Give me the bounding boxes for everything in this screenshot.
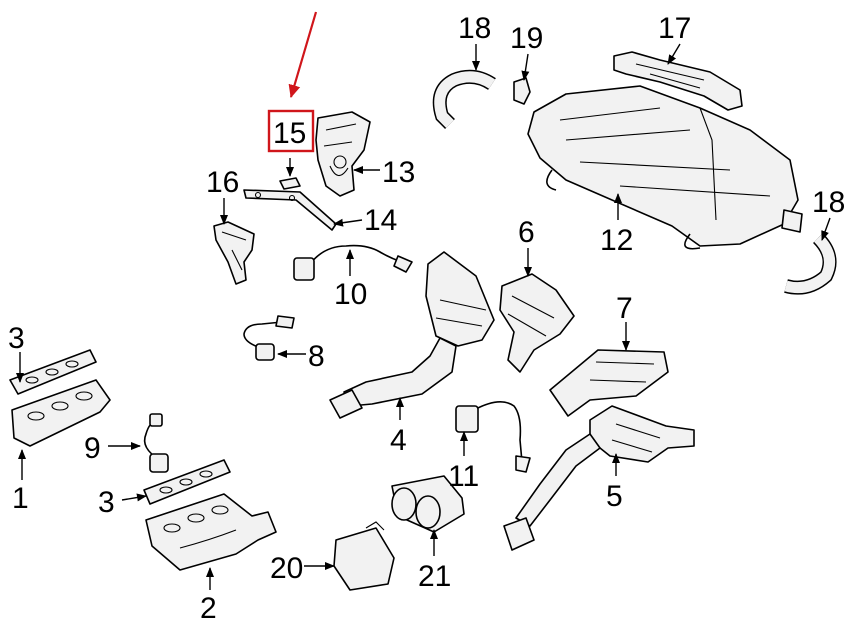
label-4: 4 [390, 424, 407, 457]
part-16-bracket[interactable] [213, 221, 255, 285]
label-2: 2 [200, 592, 217, 625]
part-18-hose-right[interactable] [784, 233, 837, 295]
part-13-heat-shield[interactable] [315, 111, 371, 197]
label-7: 7 [616, 292, 633, 325]
part-18-hose-upper[interactable] [432, 69, 496, 129]
label-19: 19 [510, 22, 543, 55]
label-18-right: 18 [812, 186, 845, 219]
label-3-lower: 3 [98, 486, 115, 519]
label-10: 10 [334, 278, 367, 311]
part-8-oxygen-sensor[interactable] [243, 315, 295, 361]
label-11: 11 [448, 460, 479, 493]
part-7-heat-shield[interactable] [549, 349, 669, 417]
part-10-oxygen-sensor[interactable] [293, 244, 413, 281]
part-3-gasket-lower[interactable] [143, 459, 231, 505]
part-9-oxygen-sensor[interactable] [143, 413, 169, 473]
part-6-heat-shield[interactable] [499, 273, 575, 373]
label-15[interactable]: 15 [273, 117, 306, 150]
part-3-gasket-upper[interactable] [9, 349, 97, 395]
highlight-arrow [288, 11, 318, 98]
part-19-clamp[interactable] [513, 77, 531, 105]
label-14: 14 [364, 204, 397, 237]
label-13: 13 [382, 156, 415, 189]
part-20-tailpipe-tip[interactable] [333, 521, 395, 591]
part-5-rear-pipe-converter[interactable] [503, 405, 695, 551]
callout-labels: 1 2 3 3 4 5 6 7 8 9 10 11 12 13 14 15 16… [8, 12, 845, 625]
part-15-clip[interactable] [279, 177, 301, 190]
label-12: 12 [600, 224, 633, 257]
part-17-bracket[interactable] [613, 51, 743, 111]
label-8: 8 [308, 340, 325, 373]
part-2-exhaust-manifold[interactable] [145, 493, 277, 571]
label-21: 21 [418, 560, 451, 593]
label-9: 9 [84, 432, 101, 465]
label-1: 1 [12, 482, 29, 515]
label-18-upper: 18 [458, 12, 491, 45]
label-5: 5 [606, 480, 623, 513]
label-16: 16 [206, 166, 239, 199]
part-21-tailpipe-tip[interactable] [391, 475, 465, 533]
part-14-bracket[interactable] [243, 189, 337, 231]
highlight-box [267, 109, 315, 153]
part-1-exhaust-manifold[interactable] [11, 379, 111, 447]
leader-lines [16, 43, 831, 590]
label-17: 17 [658, 12, 691, 45]
label-20: 20 [270, 552, 303, 585]
part-12-muffler[interactable] [527, 85, 803, 250]
part-4-front-pipe-converter[interactable] [329, 251, 495, 419]
label-3-upper: 3 [8, 322, 25, 355]
label-6: 6 [518, 216, 535, 249]
part-11-oxygen-sensor[interactable] [455, 401, 531, 473]
